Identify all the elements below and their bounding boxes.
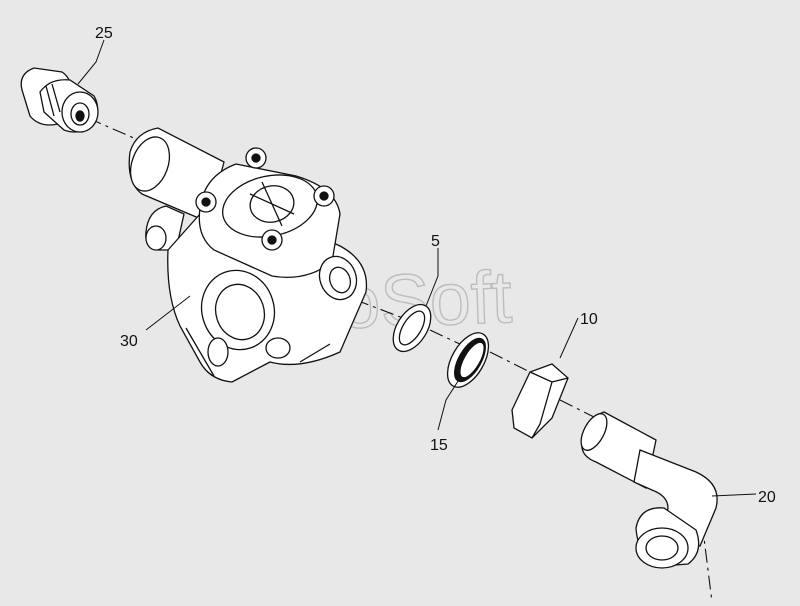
leader-10	[559, 317, 579, 359]
callout-30: 30	[120, 333, 138, 350]
o-ring-part-5	[392, 303, 432, 353]
callout-25: 25	[95, 25, 113, 42]
hex-nut-part-10	[511, 363, 569, 439]
axis-ring15-to-nut	[489, 351, 531, 373]
valve-body-part-30	[128, 127, 368, 383]
leader-30	[145, 295, 191, 331]
callout-20: 20	[758, 489, 776, 506]
callout-5: 5	[431, 233, 440, 250]
leader-20	[711, 493, 757, 497]
leader-5	[425, 248, 439, 307]
leader-25	[77, 39, 105, 85]
axis-ring5-to-ring15	[429, 329, 463, 346]
seal-ring-part-15	[446, 332, 490, 388]
callout-15: 15	[430, 437, 448, 454]
elbow-fitting-part-20	[580, 411, 718, 569]
leader-15	[437, 377, 461, 431]
callout-10: 10	[580, 311, 598, 328]
plug-fitting-part-25	[20, 67, 99, 133]
